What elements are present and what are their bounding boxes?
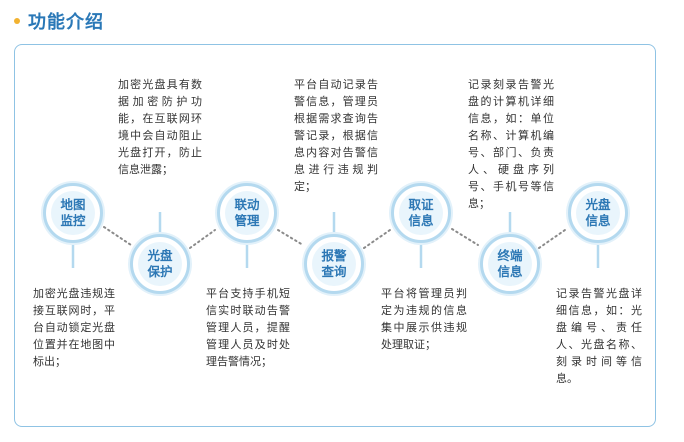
desc-disc-info: 记录告警光盘详细信息，如：光盘编号、责任人、光盘名称、刻录时间等信息。 bbox=[556, 287, 642, 385]
node-terminal-info: 终端 信息 bbox=[480, 234, 540, 294]
desc-terminal-info: 记录刻录告警光盘的计算机详细信息，如：单位名称、计算机编号、部门、负责人、硬盘序… bbox=[468, 78, 554, 210]
node-map-monitor: 地图 监控 bbox=[43, 183, 103, 243]
bullet-dot-icon bbox=[14, 18, 20, 24]
link-1-2 bbox=[103, 226, 132, 246]
link-5-6 bbox=[451, 228, 479, 246]
section-header: 功能介绍 bbox=[14, 8, 104, 34]
node-label: 地图 监控 bbox=[51, 191, 95, 235]
node-label: 联动 管理 bbox=[225, 191, 269, 235]
node-label: 终端 信息 bbox=[488, 242, 532, 286]
section-title: 功能介绍 bbox=[28, 12, 104, 33]
desc-disc-protection: 加密光盘具有数据加密防护功能，在互联网环境中会自动阻止光盘打开，防止信息泄露； bbox=[118, 78, 202, 176]
node-disc-info: 光盘 信息 bbox=[568, 183, 628, 243]
node-label: 取证 信息 bbox=[399, 191, 443, 235]
desc-alarm-query: 平台自动记录告警信息，管理员根据需求查询告警记录，根据信息内容对告警信息进行违规… bbox=[294, 78, 378, 193]
link-6-7 bbox=[538, 229, 566, 249]
node-label: 光盘 保护 bbox=[138, 242, 182, 286]
desc-evidence-info: 平台将管理员判定为违规的信息集中展示供违规处理取证； bbox=[381, 287, 467, 351]
node-disc-protection: 光盘 保护 bbox=[130, 234, 190, 294]
node-alarm-query: 报警 查询 bbox=[304, 234, 364, 294]
desc-map-monitor: 加密光盘违规连接互联网时，平台自动锁定光盘位置并在地图中标出； bbox=[33, 287, 115, 368]
node-label: 报警 查询 bbox=[312, 242, 356, 286]
node-label: 光盘 信息 bbox=[576, 191, 620, 235]
node-linkage-management: 联动 管理 bbox=[217, 183, 277, 243]
link-3-4 bbox=[277, 229, 304, 246]
node-evidence-info: 取证 信息 bbox=[391, 183, 451, 243]
link-4-5 bbox=[363, 229, 391, 249]
desc-linkage-management: 平台支持手机短信实时联动告警管理人员，提醒管理人员及时处理告警情况； bbox=[206, 287, 290, 368]
link-2-3 bbox=[189, 229, 216, 249]
